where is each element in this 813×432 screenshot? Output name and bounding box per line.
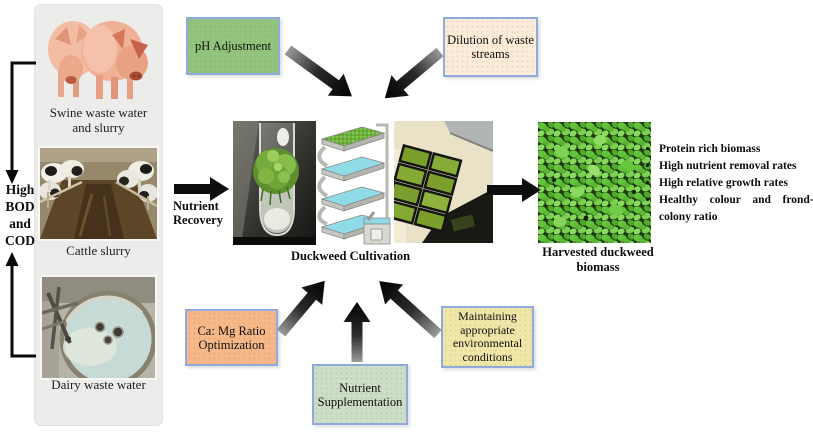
ph-adjustment-arrow xyxy=(284,45,352,97)
tray-room-illustration xyxy=(394,121,493,243)
dairy-photo xyxy=(40,275,157,380)
duckweed-cultivation-caption: Duckweed Cultivation xyxy=(290,249,411,263)
pigs-illustration xyxy=(48,21,148,99)
dairy-tank-illustration xyxy=(42,277,155,378)
nutrient-recovery-arrow xyxy=(174,177,229,201)
waste-sources-panel: Swine waste water and slurry xyxy=(34,4,163,426)
environmental-conditions-box: Maintaining appropriate environmental co… xyxy=(441,306,534,368)
harvest-arrow xyxy=(487,178,541,202)
swine-caption: Swine waste water and slurry xyxy=(49,105,148,135)
harvest-caption: Harvested duckweed biomass xyxy=(542,245,654,274)
environment-arrow xyxy=(379,281,442,339)
ca-mg-ratio-box: Ca: Mg Ratio Optimization xyxy=(185,309,278,366)
benefit-item: High relative growth rates xyxy=(659,175,813,192)
dilution-arrow xyxy=(384,47,444,99)
flask-illustration xyxy=(233,121,316,245)
cattle-photo xyxy=(38,146,159,241)
harvested-duckweed-photo xyxy=(538,122,651,243)
nutrient-supplementation-box: Nutrient Supplementation xyxy=(312,364,408,425)
cultivation-room-photo xyxy=(394,121,493,243)
duckweed-fronds-illustration xyxy=(538,122,651,243)
benefit-item: High nutrient removal rates xyxy=(659,158,813,175)
bracket-up-arrowhead xyxy=(5,252,19,266)
duckweed-flask-photo xyxy=(233,121,316,245)
cattle-caption: Cattle slurry xyxy=(66,243,131,258)
benefit-item: Healthy colour and frond-to-colony ratio xyxy=(659,192,813,226)
stacked-trays-illustration xyxy=(317,123,391,245)
benefits-list: Protein rich biomass High nutrient remov… xyxy=(642,141,813,226)
ca-mg-arrow xyxy=(276,280,325,337)
swine-photo xyxy=(40,9,157,103)
dairy-caption: Dairy waste water xyxy=(51,377,146,392)
high-bod-cod-label: High BOD and COD xyxy=(5,182,35,248)
cultivation-system-schematic xyxy=(316,120,394,246)
cattle-illustration xyxy=(40,148,157,239)
nutrient-recovery-label: Nutrient Recovery xyxy=(173,199,223,227)
nutrient-supplementation-arrow xyxy=(343,302,371,362)
benefit-item: Protein rich biomass xyxy=(659,141,813,158)
ph-adjustment-box: pH Adjustment xyxy=(186,17,280,75)
dilution-box: Dilution of waste streams xyxy=(443,17,538,77)
